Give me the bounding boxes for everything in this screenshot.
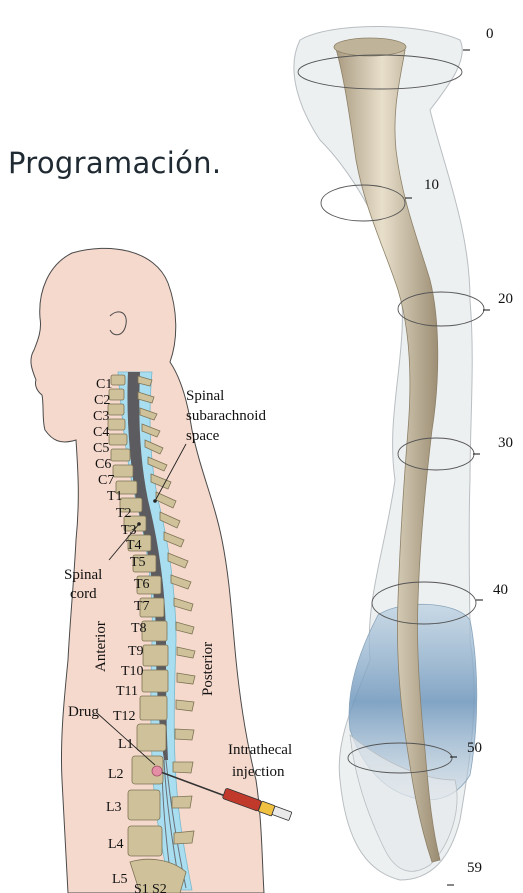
depth-tick-10: 10 <box>424 177 439 193</box>
vertebra-label: T9 <box>128 644 144 659</box>
vertebra-label: C5 <box>93 441 109 456</box>
vertebra-label: T2 <box>116 506 132 521</box>
depth-tick-20: 20 <box>498 291 513 307</box>
vertebra-label: S2 <box>152 882 167 893</box>
vertebra-label: C7 <box>98 473 114 488</box>
vertebra-label: C1 <box>96 377 112 392</box>
vertebra-label: L5 <box>112 872 128 887</box>
subarachnoid-label-line2: subarachnoid <box>186 408 266 424</box>
subarachnoid-label-line1: Spinal <box>186 388 224 404</box>
subarachnoid-label-line3: space <box>186 428 220 444</box>
injection-label-line1: Intrathecal <box>228 742 292 758</box>
vertebra-label: T10 <box>121 664 144 679</box>
drug-label: Drug <box>68 704 99 720</box>
vertebra-label: T11 <box>116 684 138 699</box>
body-diagram: C1 C2 C3 C4 C5 C6 C7 T1 T2 T3 T4 T5 T6 T… <box>31 248 292 893</box>
vertebra-label: L4 <box>108 837 124 852</box>
vertebra-label: T7 <box>134 599 150 614</box>
depth-tick-50: 50 <box>467 740 482 756</box>
vertebra-label: C2 <box>94 393 110 408</box>
injection-label-line2: injection <box>232 764 285 780</box>
spinal-cord-label-line1: Spinal <box>64 567 102 583</box>
vertebra-label: C4 <box>93 425 109 440</box>
vertebra-label: C6 <box>95 457 111 472</box>
vertebra-label: L3 <box>106 800 122 815</box>
vertebra-label: T1 <box>107 489 123 504</box>
vertebra-label: T5 <box>130 555 146 570</box>
anterior-label: Anterior <box>93 621 109 672</box>
vertebra-label: C3 <box>93 409 109 424</box>
cord-top-opening <box>334 38 406 56</box>
vertebra-label: T8 <box>131 621 147 636</box>
vertebra-label: T4 <box>126 538 142 553</box>
vertebra-label: S1 <box>134 882 149 893</box>
posterior-label: Posterior <box>200 642 216 696</box>
depth-tick-40: 40 <box>493 582 508 598</box>
vertebra-label: L1 <box>118 737 134 752</box>
depth-tick-0: 0 <box>486 26 494 42</box>
vertebra-label: T6 <box>134 577 150 592</box>
spinal-cord-label-line2: cord <box>70 586 97 602</box>
depth-tick-30: 30 <box>498 435 513 451</box>
vertebra-label: L2 <box>108 767 124 782</box>
spinal-3d-model: 0 10 20 30 40 50 59 <box>294 26 513 885</box>
vertebra-label: T12 <box>113 709 136 724</box>
depth-tick-59: 59 <box>467 860 482 876</box>
vertebra-label: T3 <box>121 523 137 538</box>
